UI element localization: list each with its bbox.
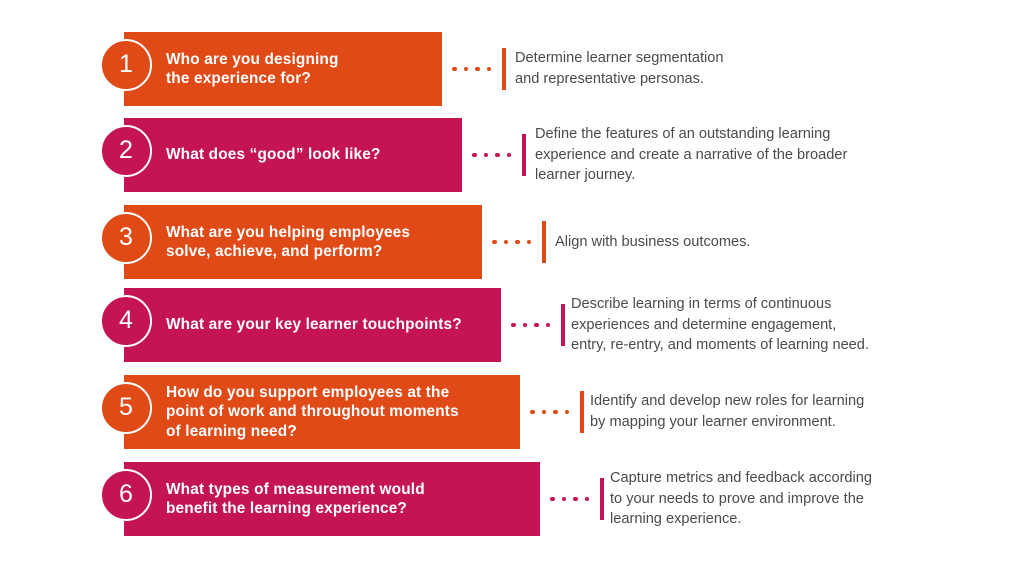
step-question: What types of measurement would benefit … bbox=[166, 480, 425, 517]
step-number-badge: 3 bbox=[100, 212, 152, 264]
step-bar[interactable]: What are you helping employees solve, ac… bbox=[124, 205, 482, 279]
connector-tick-icon bbox=[502, 48, 506, 90]
connector-dot bbox=[561, 496, 566, 502]
step-description-block: Describe learning in terms of continuous… bbox=[571, 288, 869, 362]
step-question: How do you support employees at the poin… bbox=[166, 383, 459, 440]
connector-dot bbox=[506, 152, 511, 158]
connector-tick-icon bbox=[600, 478, 604, 520]
step-question: What does “good” look like? bbox=[166, 146, 381, 164]
dotted-connector bbox=[550, 462, 604, 536]
step-bar[interactable]: What types of measurement would benefit … bbox=[124, 462, 540, 536]
step-description-block: Define the features of an outstanding le… bbox=[535, 118, 847, 192]
step-number: 2 bbox=[119, 135, 133, 164]
connector-dot bbox=[472, 152, 477, 158]
connector-dot bbox=[495, 152, 500, 158]
connector-tick-icon bbox=[542, 221, 546, 263]
connector-tick-icon bbox=[580, 391, 584, 433]
connector-dot bbox=[515, 239, 520, 245]
connector-dot bbox=[503, 239, 508, 245]
step-question: What are your key learner touchpoints? bbox=[166, 316, 462, 334]
connector-dot bbox=[541, 409, 546, 415]
step-row: What are you helping employees solve, ac… bbox=[0, 205, 1024, 279]
step-question: What are you helping employees solve, ac… bbox=[166, 223, 411, 260]
dotted-connector bbox=[492, 205, 546, 279]
step-number-badge: 4 bbox=[100, 295, 152, 347]
connector-dot bbox=[483, 152, 488, 158]
step-description: Define the features of an outstanding le… bbox=[535, 125, 848, 184]
step-description: Describe learning in terms of continuous… bbox=[571, 295, 869, 354]
step-description: Identify and develop new roles for learn… bbox=[590, 393, 865, 430]
connector-dot bbox=[452, 66, 457, 72]
connector-dot bbox=[553, 409, 558, 415]
dotted-connector bbox=[452, 32, 506, 106]
step-number-badge: 6 bbox=[100, 469, 152, 521]
connector-dot bbox=[550, 496, 555, 502]
step-row: How do you support employees at the poin… bbox=[0, 375, 1024, 449]
connector-dot bbox=[526, 239, 531, 245]
dotted-connector bbox=[511, 288, 565, 362]
step-description: Capture metrics and feedback according t… bbox=[610, 469, 873, 528]
step-number: 6 bbox=[119, 479, 133, 508]
step-number: 1 bbox=[119, 49, 133, 78]
connector-dot bbox=[492, 239, 497, 245]
step-row: What are your key learner touchpoints? 4 D… bbox=[0, 288, 1024, 362]
step-row: What does “good” look like? 2 Define the f… bbox=[0, 118, 1024, 192]
connector-dot bbox=[564, 409, 569, 415]
step-description-block: Capture metrics and feedback according t… bbox=[610, 462, 872, 536]
connector-dot bbox=[530, 409, 535, 415]
step-number-badge: 2 bbox=[100, 125, 152, 177]
dotted-connector bbox=[472, 118, 526, 192]
connector-dot bbox=[584, 496, 589, 502]
step-question: Who are you designing the experience for… bbox=[166, 50, 339, 87]
connector-dot bbox=[545, 322, 550, 328]
connector-dot bbox=[511, 322, 516, 328]
dotted-connector bbox=[530, 375, 584, 449]
step-description: Align with business outcomes. bbox=[555, 233, 751, 250]
connector-dot bbox=[522, 322, 527, 328]
step-row: Who are you designing the experience for… bbox=[0, 32, 1024, 106]
step-bar[interactable]: What are your key learner touchpoints? bbox=[124, 288, 501, 362]
step-number-badge: 5 bbox=[100, 382, 152, 434]
step-bar[interactable]: What does “good” look like? bbox=[124, 118, 462, 192]
step-description-block: Align with business outcomes. bbox=[555, 205, 751, 279]
step-bar[interactable]: Who are you designing the experience for… bbox=[124, 32, 442, 106]
connector-dot bbox=[463, 66, 468, 72]
step-bar[interactable]: How do you support employees at the poin… bbox=[124, 375, 520, 449]
step-description-block: Identify and develop new roles for learn… bbox=[590, 375, 864, 449]
connector-dot bbox=[475, 66, 480, 72]
step-number: 4 bbox=[119, 305, 133, 334]
connector-tick-icon bbox=[522, 134, 526, 176]
step-row: What types of measurement would benefit … bbox=[0, 462, 1024, 536]
step-number: 5 bbox=[119, 392, 133, 421]
step-number: 3 bbox=[119, 222, 133, 251]
step-number-badge: 1 bbox=[100, 39, 152, 91]
step-description-block: Determine learner segmentation and repre… bbox=[515, 32, 723, 106]
step-description: Determine learner segmentation and repre… bbox=[515, 50, 724, 87]
connector-dot bbox=[486, 66, 491, 72]
connector-dot bbox=[573, 496, 578, 502]
connector-dot bbox=[534, 322, 539, 328]
connector-tick-icon bbox=[561, 304, 565, 346]
